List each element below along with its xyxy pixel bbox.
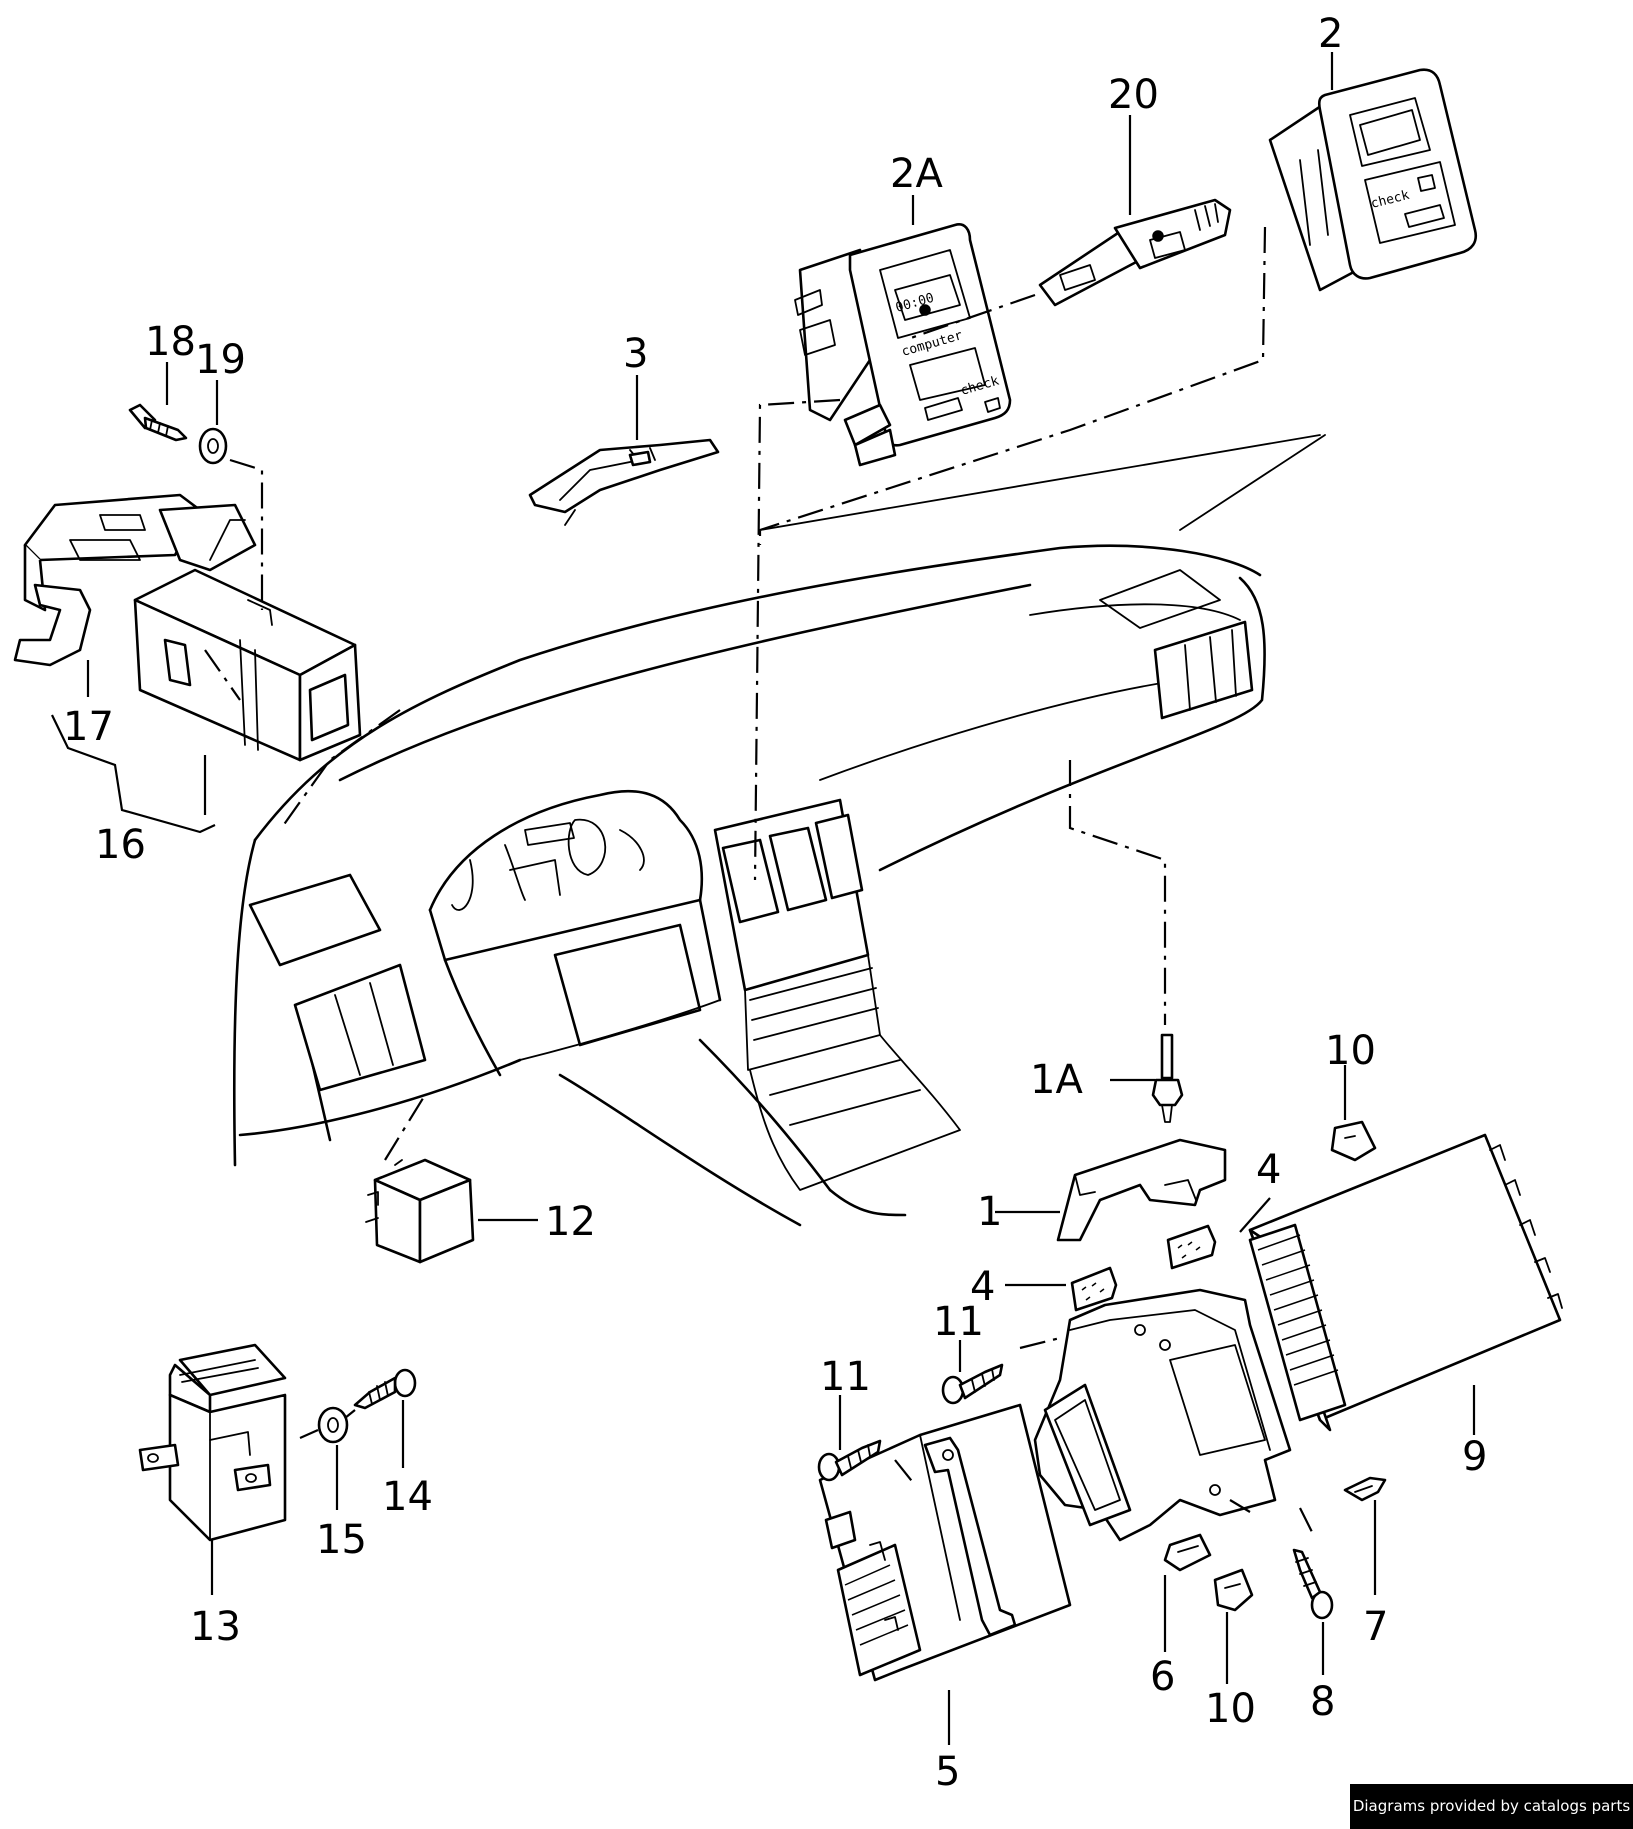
callout-10-lower: 10 — [1205, 1686, 1256, 1732]
part-9-radio-unit — [1248, 1133, 1563, 1432]
part-18-screw — [128, 403, 188, 442]
callout-4-upper: 4 — [1256, 1147, 1281, 1193]
callout-20: 20 — [1108, 72, 1159, 118]
part-10-clip-lower — [1213, 1568, 1254, 1612]
callout-19: 19 — [195, 337, 246, 383]
leader-lines — [51, 52, 1476, 1745]
credit-banner: Diagrams provided by catalogs parts — [1350, 1784, 1633, 1829]
callout-8: 8 — [1310, 1679, 1335, 1725]
callout-1a: 1A — [1030, 1057, 1083, 1103]
part-10-clip-upper — [1330, 1120, 1377, 1162]
callout-6: 6 — [1150, 1654, 1175, 1700]
callout-3: 3 — [623, 331, 648, 377]
callout-5: 5 — [935, 1749, 960, 1795]
callout-15: 15 — [316, 1517, 367, 1563]
part-7-clip — [1343, 1476, 1387, 1502]
part-4-pad-lower — [1070, 1266, 1118, 1312]
part-4-pad-upper — [1166, 1224, 1217, 1270]
callout-2a: 2A — [890, 151, 943, 197]
part-2a-computer-display: 00:00 computer check — [794, 223, 1012, 467]
part-8-screw — [1292, 1548, 1334, 1620]
callout-2: 2 — [1318, 11, 1343, 57]
callout-11-lower: 11 — [820, 1354, 871, 1400]
callout-16: 16 — [95, 822, 146, 868]
part-16-switch-housing — [13, 493, 362, 762]
callout-18: 18 — [145, 319, 196, 365]
callout-7: 7 — [1363, 1604, 1388, 1650]
callout-13: 13 — [190, 1604, 241, 1650]
callout-10-upper: 10 — [1325, 1028, 1376, 1074]
part-19-washer — [198, 427, 228, 465]
part-15-washer — [317, 1406, 349, 1444]
callout-11-upper: 11 — [933, 1299, 984, 1345]
part-5-mounting-frame — [818, 1288, 1292, 1682]
part-6-clip — [1163, 1533, 1212, 1572]
part-11-screw-lower — [817, 1439, 882, 1482]
part-2-display-unit: check — [1268, 68, 1478, 292]
callout-9: 9 — [1462, 1434, 1487, 1480]
part-13-control-unit — [138, 1343, 287, 1542]
part-1-bracket — [1056, 1138, 1227, 1242]
part-11-screw-upper — [941, 1363, 1004, 1405]
part-3-connector — [528, 438, 720, 526]
callout-14: 14 — [382, 1474, 433, 1520]
callout-labels: 2 20 2A 3 18 19 17 16 1A 10 1 4 4 11 11 … — [63, 11, 1487, 1795]
part-20-plug — [1038, 198, 1232, 307]
part-1a-rivet — [1151, 1033, 1184, 1123]
callout-4-lower: 4 — [970, 1264, 995, 1310]
dashboard-illustration — [232, 434, 1326, 1227]
part-12-relay — [365, 1158, 475, 1264]
part-14-screw — [353, 1368, 417, 1410]
callout-17: 17 — [63, 704, 114, 750]
callout-1: 1 — [977, 1189, 1002, 1235]
callout-12: 12 — [545, 1199, 596, 1245]
assembly-lines — [204, 226, 1316, 1539]
